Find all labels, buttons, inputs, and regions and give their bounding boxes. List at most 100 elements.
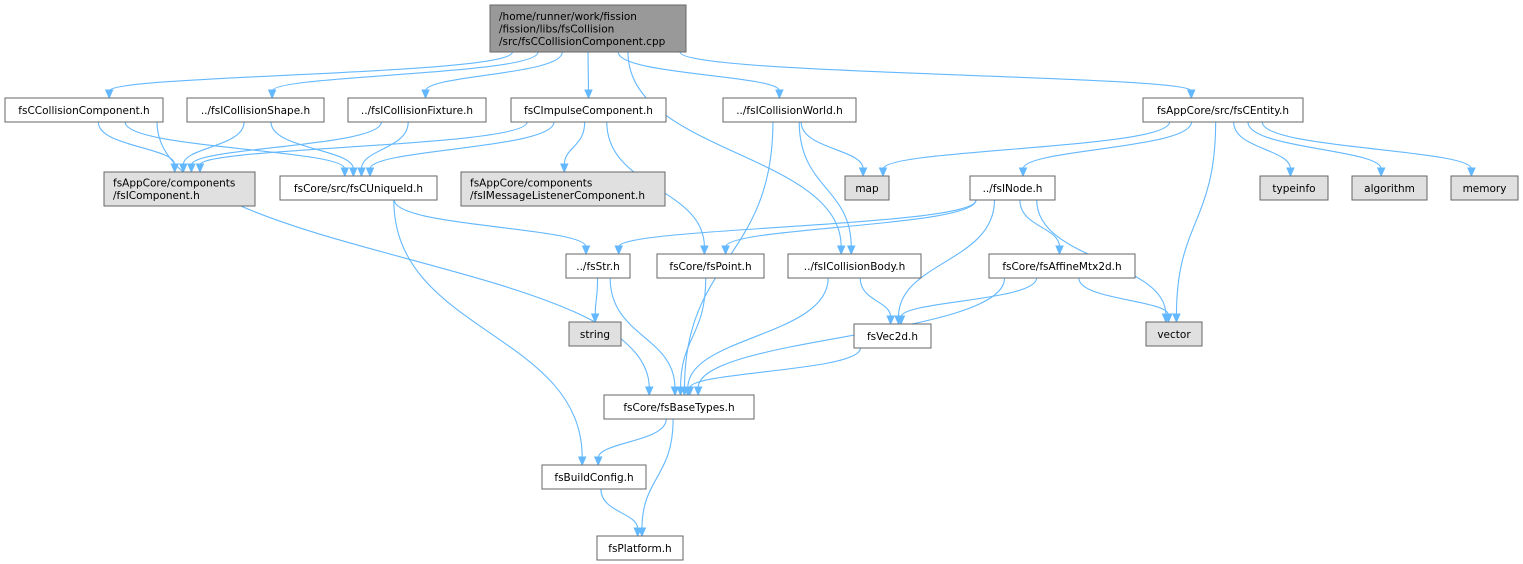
- node-label-line: memory: [1463, 183, 1507, 195]
- node-affine[interactable]: fsCore/fsAffineMtx2d.h: [988, 253, 1136, 279]
- node-uniq[interactable]: fsCore/src/fsCUniqueId.h: [279, 175, 438, 201]
- edge-impulse-to-imsg: [560, 121, 586, 174]
- edge-line: [697, 277, 1006, 389]
- edge-line: [563, 121, 586, 166]
- node-label-line: fsVec2d.h: [867, 331, 918, 343]
- node-buildcfg[interactable]: fsBuildConfig.h: [541, 464, 647, 490]
- edge-line: [882, 121, 1171, 170]
- node-cccomp[interactable]: fsCCollisionComponent.h: [4, 97, 164, 123]
- node-box: [1142, 97, 1304, 123]
- arrowhead: [858, 167, 868, 178]
- edge-line: [618, 199, 977, 248]
- edge-line: [680, 277, 707, 389]
- node-fsstr[interactable]: ../fsStr.h: [565, 253, 631, 279]
- node-label-line: fsCImpulseComponent.h: [524, 105, 653, 117]
- edge-line: [609, 277, 676, 389]
- edge-root-to-impulse: [584, 51, 593, 100]
- edge-point-to-basetypes: [676, 277, 707, 397]
- node-box: [279, 175, 438, 201]
- edge-line: [271, 51, 539, 92]
- arrowhead: [644, 386, 654, 397]
- node-centity[interactable]: fsAppCore/src/fsCEntity.h: [1142, 97, 1304, 123]
- edge-line: [627, 51, 842, 248]
- arrowhead: [421, 89, 430, 100]
- edge-icshape-to-icomp: [179, 121, 245, 174]
- node-box: [603, 394, 755, 420]
- node-box: [347, 97, 487, 123]
- node-memory[interactable]: memory: [1450, 175, 1519, 201]
- edge-impulse-to-icomp: [195, 121, 528, 174]
- edge-centity-to-algorithm: [1247, 121, 1386, 178]
- arrowhead: [693, 386, 703, 397]
- arrowhead: [1186, 89, 1196, 100]
- node-label-line: fsCore/src/fsCUniqueId.h: [294, 183, 423, 195]
- node-box: [988, 253, 1136, 279]
- node-label-line: fsAppCore/components: [113, 178, 235, 190]
- node-label-line: ../fsINode.h: [983, 183, 1043, 195]
- edge-line: [182, 121, 245, 166]
- node-label-line: fsCore/fsPoint.h: [669, 261, 751, 273]
- node-label-line: fsAppCore/src/fsCEntity.h: [1157, 105, 1289, 117]
- node-basetypes[interactable]: fsCore/fsBaseTypes.h: [603, 394, 755, 420]
- node-label-line: ../fsStr.h: [576, 261, 620, 273]
- edge-icfix-to-uniq: [357, 121, 409, 178]
- node-box: [565, 253, 631, 279]
- node-imsg[interactable]: fsAppCore/components/fsIMessageListenerC…: [460, 171, 666, 207]
- node-root[interactable]: /home/runner/work/fission/fission/libs/f…: [489, 4, 687, 53]
- edge-uniq-to-fsstr: [393, 199, 591, 256]
- edge-line: [859, 277, 892, 318]
- arrowhead: [1376, 167, 1386, 178]
- node-vec2d[interactable]: fsVec2d.h: [853, 323, 932, 349]
- node-string[interactable]: string: [568, 321, 622, 347]
- node-inode[interactable]: ../fsINode.h: [969, 175, 1056, 201]
- edge-fsstr-to-string: [590, 277, 600, 324]
- node-label-line: vector: [1157, 329, 1191, 341]
- node-platform[interactable]: fsPlatform.h: [596, 535, 684, 561]
- node-icfix[interactable]: ../fsICollisionFixture.h: [347, 97, 487, 123]
- node-algorithm[interactable]: algorithm: [1351, 175, 1428, 201]
- node-map[interactable]: map: [844, 175, 890, 201]
- edge-basetypes-to-buildcfg: [593, 418, 667, 467]
- edge-root-to-icbody: [627, 51, 846, 256]
- node-label-line: string: [580, 329, 610, 341]
- node-label-line: /fsIComponent.h: [113, 190, 200, 202]
- edge-root-to-icfix: [421, 51, 563, 100]
- node-impulse[interactable]: fsCImpulseComponent.h: [510, 97, 667, 123]
- edge-line: [360, 121, 409, 170]
- node-label-line: ../fsICollisionWorld.h: [736, 105, 843, 117]
- edge-line: [687, 277, 829, 389]
- arrowhead: [187, 163, 196, 174]
- node-typeinfo[interactable]: typeinfo: [1259, 175, 1329, 201]
- arrowhead: [349, 167, 358, 178]
- edge-line: [1022, 121, 1192, 170]
- node-icshape[interactable]: ../fsICollisionShape.h: [186, 97, 325, 123]
- arrowhead: [104, 89, 114, 100]
- edge-centity-to-typeinfo: [1233, 121, 1295, 178]
- edge-line: [124, 121, 346, 170]
- edge-root-to-icworld: [617, 51, 784, 100]
- edge-line: [689, 347, 862, 389]
- edge-inode-to-affine: [1019, 199, 1064, 256]
- node-vector[interactable]: vector: [1145, 321, 1203, 347]
- edge-centity-to-inode: [1018, 121, 1192, 178]
- node-label-line: fsCore/fsAffineMtx2d.h: [1002, 261, 1121, 273]
- node-box: [844, 175, 890, 201]
- arrowhead: [614, 245, 623, 256]
- node-label-line: fsCore/fsBaseTypes.h: [623, 402, 734, 414]
- node-point[interactable]: fsCore/fsPoint.h: [656, 253, 765, 279]
- edge-line: [725, 199, 977, 248]
- node-box: [656, 253, 765, 279]
- node-box: [103, 171, 256, 207]
- edge-line: [600, 488, 639, 530]
- edge-buildcfg-to-platform: [600, 488, 642, 538]
- node-icbody[interactable]: ../fsICollisionBody.h: [787, 253, 922, 279]
- node-label-line: /fsIMessageListenerComponent.h: [470, 190, 645, 202]
- node-icworld[interactable]: ../fsICollisionWorld.h: [722, 97, 857, 123]
- arrowhead: [886, 315, 895, 326]
- edge-fsstr-to-basetypes: [609, 277, 680, 397]
- arrowhead: [700, 245, 709, 256]
- edges-layer: [97, 51, 1476, 538]
- arrowhead: [1164, 313, 1173, 324]
- edge-icfix-to-icomp: [187, 121, 382, 174]
- node-icomp[interactable]: fsAppCore/components/fsIComponent.h: [103, 171, 256, 207]
